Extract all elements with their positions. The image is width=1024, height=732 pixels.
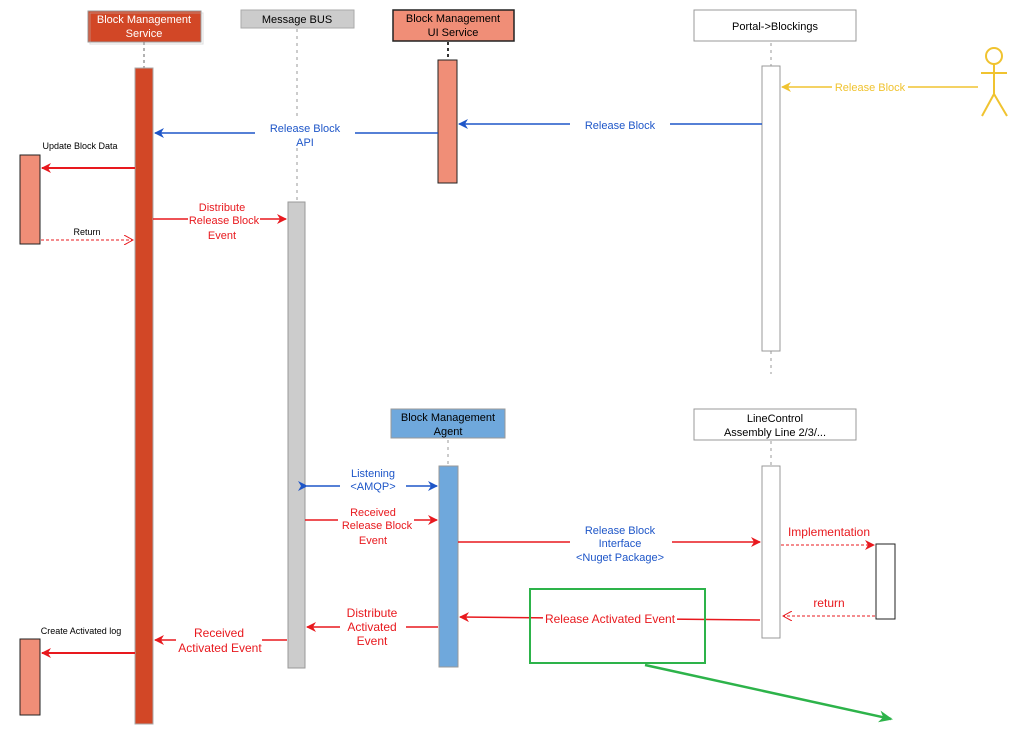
participant-ui-line1: Block Management <box>406 13 500 25</box>
msg-release-block-api-line2: API <box>296 137 314 149</box>
activation-agent <box>438 465 459 668</box>
msg-release-interface-line3: <Nuget Package> <box>576 552 664 564</box>
activation-create-log <box>19 638 41 716</box>
activation-implementation <box>875 543 896 620</box>
participant-portal-line1: Portal->Blockings <box>732 21 818 33</box>
msg-listening-line2: <AMQP> <box>350 481 395 493</box>
participant-agent: Block Management Agent <box>390 408 506 439</box>
msg-release-interface-line1: Release Block <box>585 525 656 537</box>
msg-received-release-line1: Received <box>350 507 396 519</box>
msg-release-activated-label: Release Activated Event <box>545 612 676 626</box>
participant-bus-line1: Message BUS <box>262 14 332 26</box>
msg-received-activated-line1: Received <box>194 626 244 640</box>
msg-update-block-data-label: Update Block Data <box>42 141 117 151</box>
participant-agent-line2: Agent <box>434 426 463 438</box>
msg-release-interface-line2: Interface <box>599 538 642 550</box>
participant-lc-line1: LineControl <box>747 413 803 425</box>
participant-bms-line2: Service <box>126 28 163 40</box>
msg-distribute-activated-line1: Distribute <box>347 606 398 620</box>
msg-return-lower-label: return <box>813 596 844 610</box>
msg-distribute-activated-line3: Event <box>357 634 388 648</box>
msg-release-block-portal-label: Release Block <box>585 120 656 132</box>
msg-distribute-release-line2: Release Block <box>189 215 260 227</box>
msg-distribute-activated-line2: Activated <box>347 620 396 634</box>
activation-ui <box>437 59 458 184</box>
highlight-box <box>529 588 706 664</box>
participant-bms-line1: Block Management <box>97 14 191 26</box>
participant-lc-line2: Assembly Line 2/3/... <box>724 427 826 439</box>
participant-bms: Block Management Service <box>87 10 204 45</box>
msg-create-activated-log-label: Create Activated log <box>41 626 122 636</box>
participant-ui: Block Management UI Service <box>392 9 515 42</box>
msg-release-block-api-line1: Release Block <box>270 123 341 135</box>
user-actor-icon <box>981 47 1008 117</box>
participant-lc: LineControl Assembly Line 2/3/... <box>693 408 857 441</box>
msg-implementation-label: Implementation <box>788 525 870 539</box>
msg-received-release-line2: Release Block <box>342 520 413 532</box>
msg-listening-line1: Listening <box>351 468 395 480</box>
msg-received-activated-line2: Activated Event <box>178 641 262 655</box>
highlight-arrow <box>644 663 893 723</box>
participant-agent-line1: Block Management <box>401 412 495 424</box>
participant-bus: Message BUS <box>240 9 355 29</box>
activation-update-block <box>19 154 41 245</box>
msg-release-block-actor-label: Release Block <box>835 82 906 94</box>
msg-distribute-release-line1: Distribute <box>199 202 245 214</box>
activation-lc <box>761 465 781 639</box>
msg-return-label: Return <box>73 227 100 237</box>
activation-bus <box>287 201 306 669</box>
activation-bms <box>134 67 154 725</box>
msg-received-release-line3: Event <box>359 535 387 547</box>
participant-ui-line2: UI Service <box>428 27 479 39</box>
participant-portal: Portal->Blockings <box>693 9 857 42</box>
activation-portal <box>761 65 781 352</box>
msg-distribute-release-line3: Event <box>208 230 236 242</box>
